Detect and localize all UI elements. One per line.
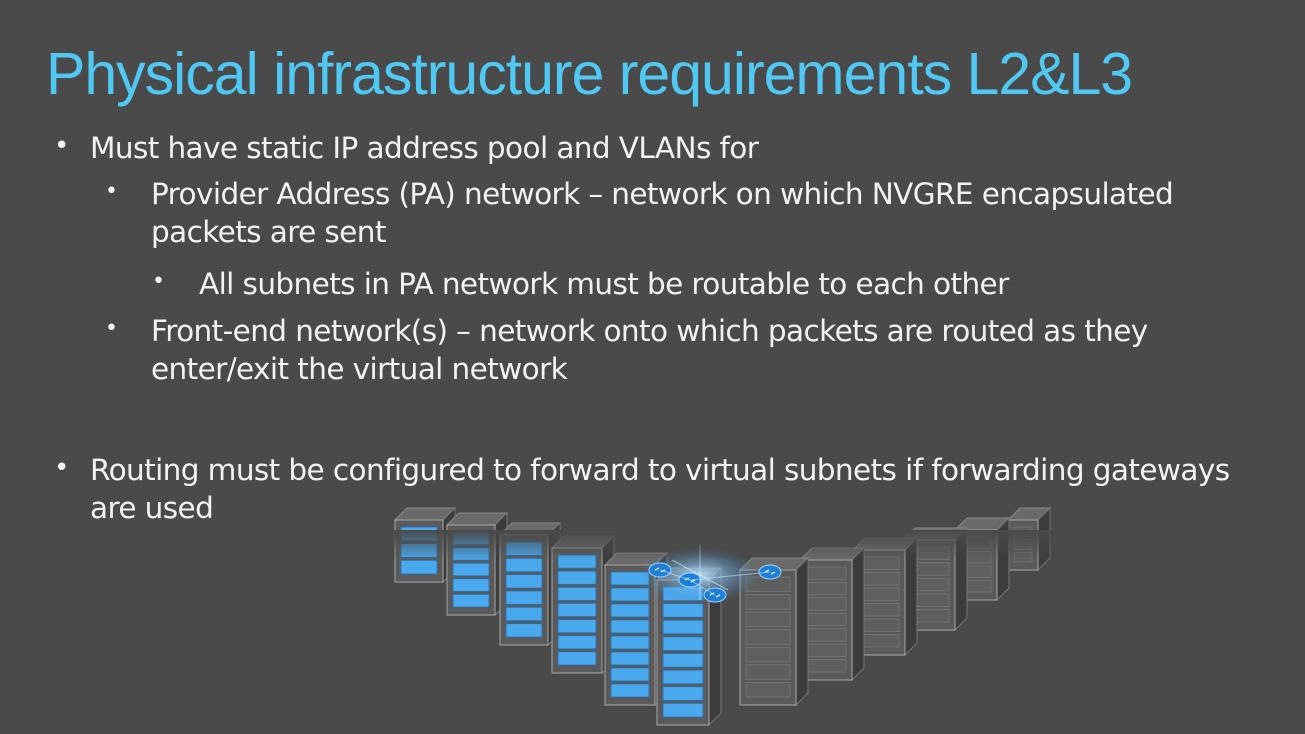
slide-title: Physical infrastructure requirements L2&…: [46, 41, 1133, 107]
bullet-text: Front-end network(s) – network onto whic…: [151, 314, 1148, 386]
bullet-marker: •: [152, 269, 165, 294]
bullet-text: Routing must be configured to forward to…: [90, 453, 1230, 525]
bullet-routing: • Routing must be configured to forward …: [54, 451, 1284, 527]
bullet-text: Must have static IP address pool and VLA…: [90, 131, 759, 165]
bullet-text: Provider Address (PA) network – network …: [151, 177, 1174, 249]
bullet-subnets-routable: • All subnets in PA network must be rout…: [152, 265, 1252, 303]
bullet-provider-address: • Provider Address (PA) network – networ…: [105, 175, 1255, 251]
bullet-front-end-network: • Front-end network(s) – network onto wh…: [105, 312, 1255, 388]
bullet-marker: •: [105, 179, 118, 204]
bullet-marker: •: [105, 316, 118, 341]
bullet-text: All subnets in PA network must be routab…: [199, 267, 1009, 301]
bullet-marker: •: [54, 131, 70, 161]
bullet-marker: •: [54, 453, 70, 483]
bullet-static-ip: • Must have static IP address pool and V…: [54, 129, 1274, 167]
